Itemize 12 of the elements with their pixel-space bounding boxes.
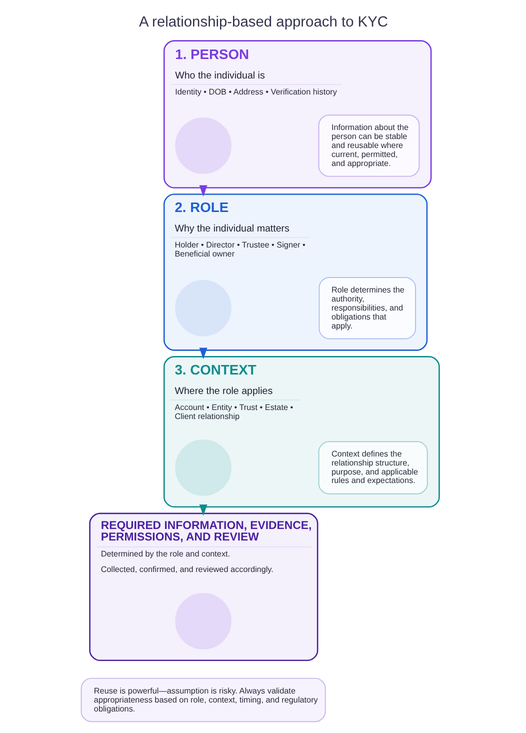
node-circle <box>174 440 231 496</box>
cluster: REQUIRED INFORMATION, EVIDENCE, PERMISSIONS, AND REVIEW Determined by the role and context. Collected, confirmed, and reviewed accordingly. <box>88 512 318 662</box>
diagram-title: A relationship-based approach to KYC <box>138 14 388 30</box>
node-box: Context defines the relationship structure, purpose, and applicable rules and expectations. <box>318 441 428 494</box>
node-box: Reuse is powerful—assumption is risky. Always validate appropriateness based on role, context, timing, and regulatory obligations. <box>80 678 326 722</box>
node-box: Role determines the authority, responsibilities, and obligations that apply. <box>318 277 416 340</box>
arrow <box>198 504 207 516</box>
node-circle <box>174 593 231 650</box>
node-box: Information about the person can be stable and reusable where current, permitted, and appropriate. <box>318 114 420 177</box>
arrow <box>198 348 207 360</box>
node-circle <box>174 118 231 174</box>
arrow <box>198 185 207 197</box>
